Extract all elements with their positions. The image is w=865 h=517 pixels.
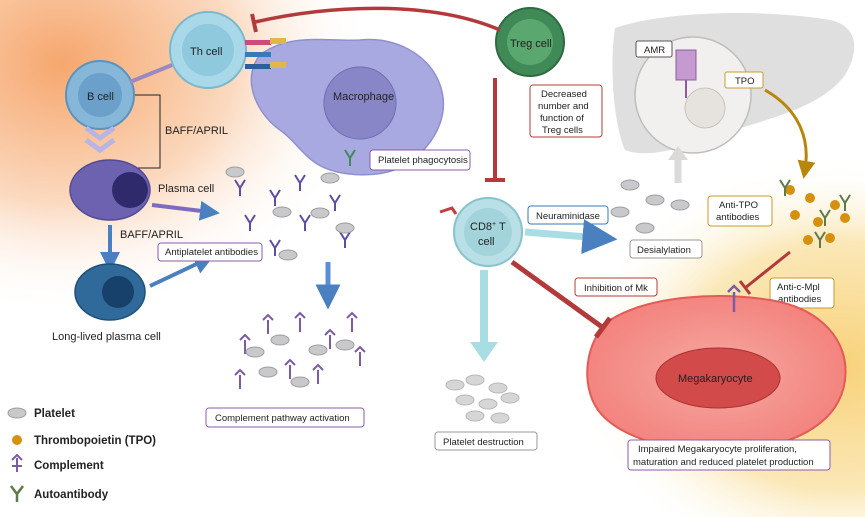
autoantibody-icon: [10, 485, 24, 502]
plasma-to-antibodies-arrow: [151, 200, 220, 221]
amr-label: AMR: [644, 45, 665, 56]
baff-bracket: [125, 94, 161, 169]
cd8-t-text: T: [496, 221, 506, 233]
complement-icon: [11, 453, 23, 472]
anti-tpo-box: [707, 195, 773, 227]
treg-note-line-4: Treg cells: [542, 125, 583, 136]
impaired-note-line-1: Impaired Megakaryocyte proliferation,: [638, 444, 797, 455]
legend-platelet-label: Platelet: [34, 408, 75, 420]
platelet-icons: [225, 166, 355, 261]
desialylated-platelets: [610, 179, 690, 234]
cd8-t-cell-label: CD8+ T: [470, 221, 506, 233]
th-cell-label: Th cell: [190, 46, 222, 58]
impaired-note-line-2: maturation and reduced platelet producti…: [633, 457, 814, 468]
desialylation-box: [629, 239, 703, 259]
macrophage-nucleus: [323, 66, 397, 140]
neuraminidase-label: Neuraminidase: [536, 211, 600, 222]
legend-complement-label: Complement: [34, 460, 104, 472]
tcr-mhc-receptors-icon: [245, 38, 286, 69]
platelet-icon: [7, 407, 27, 419]
platelet-destruction-label: Platelet destruction: [443, 437, 524, 448]
cd8-sup: +: [492, 221, 496, 228]
megakaryocyte-nucleus: [655, 347, 781, 409]
baff-april-label-1: BAFF/APRIL: [165, 125, 228, 137]
baff-april-label-2: BAFF/APRIL: [120, 229, 183, 241]
longlived-to-antibodies-arrow: [149, 255, 215, 288]
inhibition-mk-box: [574, 277, 658, 297]
tpo-dots: [785, 185, 850, 245]
b-th-interaction-icon: [129, 63, 173, 84]
cd8-receptor-icon: [439, 206, 458, 215]
tpo-box: [724, 71, 764, 89]
anti-cmpl-line-2: antibodies: [778, 294, 822, 305]
treg-cell-label: Treg cell: [510, 38, 552, 50]
treg-inhibits-th-line: [254, 6, 501, 32]
treg-note-line-3: function of: [540, 113, 584, 124]
cd8-text: CD8: [470, 221, 492, 233]
treg-note-box: [529, 84, 603, 138]
anti-tpo-inhibits-line: [744, 250, 791, 290]
anti-cmpl-box: [769, 277, 835, 309]
antibody-platelet-cluster: [234, 174, 351, 256]
antiplatelet-antibodies-box: [157, 242, 263, 262]
destroyed-platelets: [445, 374, 520, 424]
cd8-to-desialylation-arrow: [524, 219, 618, 255]
desialylation-label: Desialylation: [637, 245, 691, 256]
amr-box: [635, 40, 673, 58]
asgpr-receptor-icon: [675, 49, 697, 81]
treg-note-line-1: Decreased: [541, 89, 587, 100]
platelet-destruction-box: [434, 431, 538, 451]
anti-tpo-line-2: antibodies: [716, 212, 760, 223]
plasma-cell-label: Plasma cell: [158, 183, 214, 195]
macrophage-label: Macrophage: [333, 91, 394, 103]
anti-tpo-antibodies-icon: [779, 179, 851, 248]
long-lived-plasma-cell-label: Long-lived plasma cell: [52, 331, 161, 343]
b-cell-label: B cell: [87, 91, 114, 103]
anti-tpo-line-1: Anti-TPO: [719, 200, 758, 211]
tpo-label: TPO: [735, 76, 755, 87]
megakaryocyte-label: Megakaryocyte: [678, 373, 753, 385]
treg-note-line-2: number and: [538, 101, 589, 112]
antiplatelet-antibodies-label: Antiplatelet antibodies: [165, 247, 258, 258]
cd8-t-cell-label-line-2: cell: [478, 236, 495, 248]
impaired-note-box: [627, 439, 831, 471]
inhibition-mk-label: Inhibition of Mk: [584, 283, 648, 294]
legend: Platelet Thrombopoietin (TPO) Complement…: [7, 407, 156, 502]
complement-pathway-box: [205, 407, 365, 428]
complement-pathway-label: Complement pathway activation: [215, 413, 350, 424]
c-mpl-receptor-icon: [727, 284, 741, 312]
platelet-phagocytosis-label: Platelet phagocytosis: [378, 155, 468, 166]
legend-tpo-label: Thrombopoietin (TPO): [34, 435, 156, 447]
platelet-phagocytosis-box: [369, 149, 471, 171]
complement-cluster: [234, 311, 366, 389]
differentiation-chevrons-icon: [84, 125, 116, 154]
anti-cmpl-line-1: Anti-c-Mpl: [777, 282, 820, 293]
legend-autoantibody-label: Autoantibody: [34, 489, 109, 501]
cd8-inhibits-mk-line: [510, 259, 604, 330]
tpo-release-arrow: [764, 88, 816, 179]
tpo-icon: [12, 435, 22, 445]
